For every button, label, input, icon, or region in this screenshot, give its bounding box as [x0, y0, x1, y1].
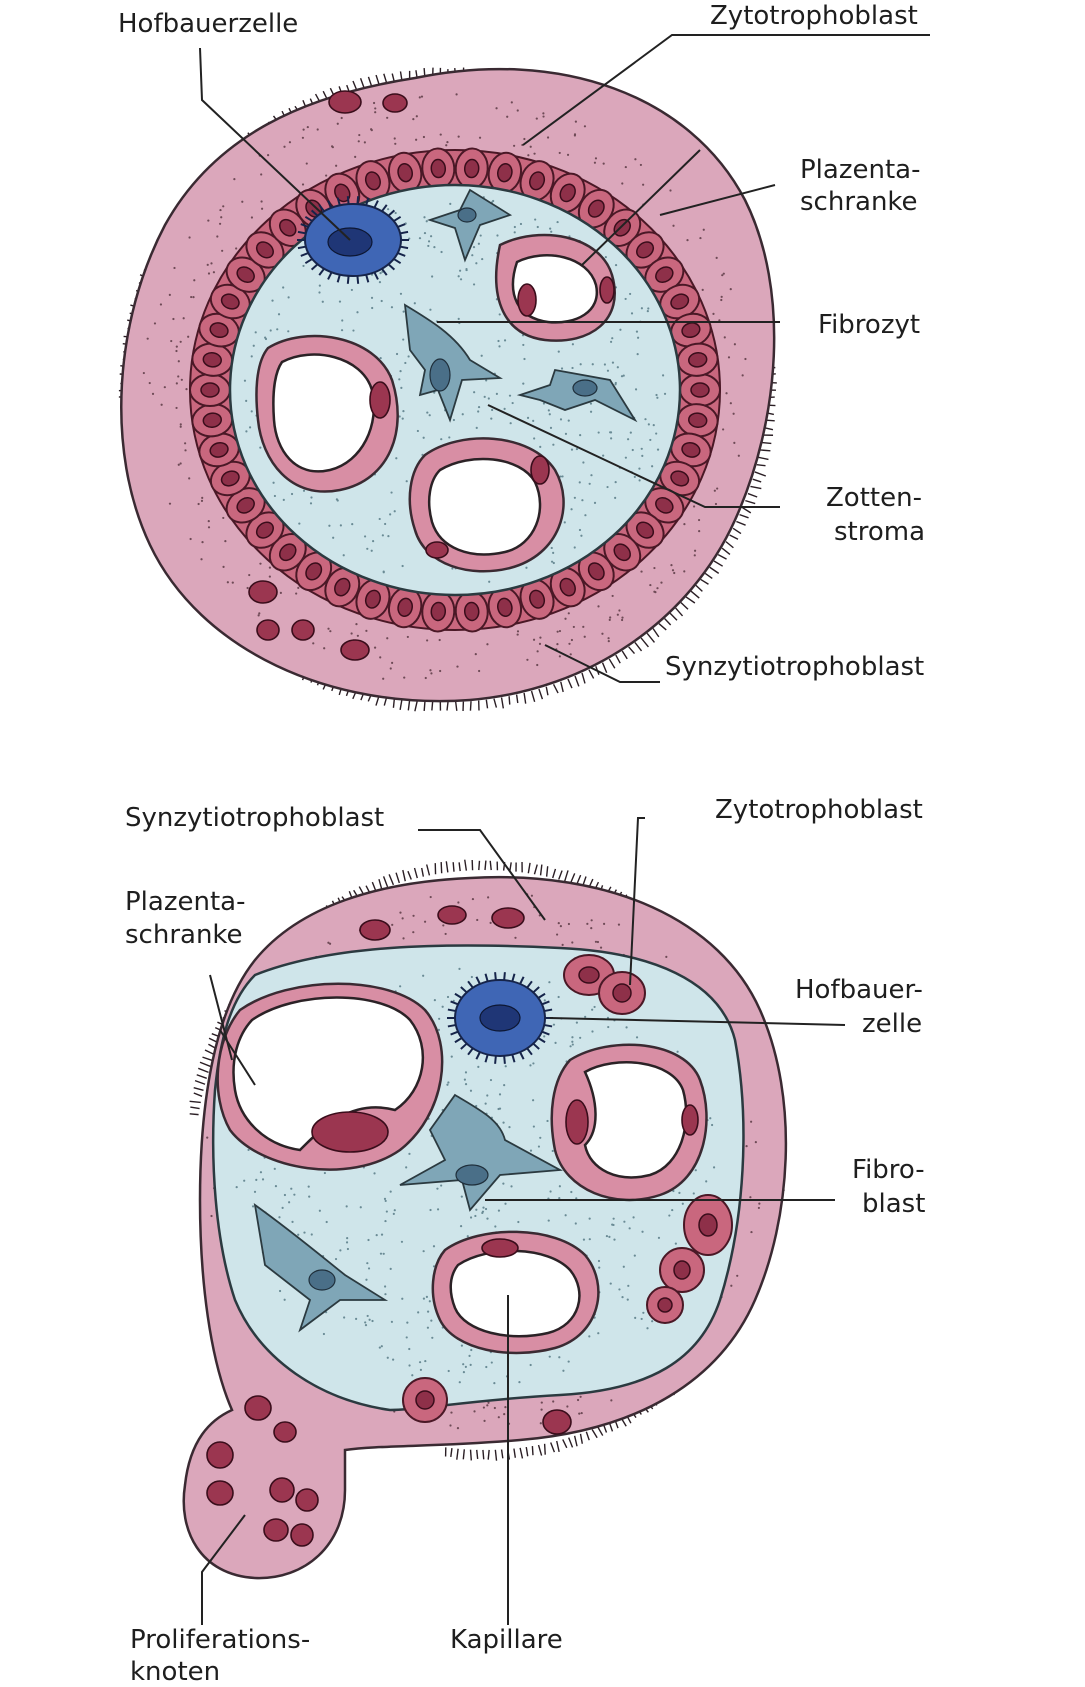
leader-b-hofbauerzelle: [549, 1017, 846, 1026]
bottom-hofbauerzelle: [447, 972, 553, 1064]
label-b-plazenta-line2: schranke: [125, 920, 243, 950]
syn-nucleus: [328, 90, 362, 114]
label-b-hofbauer-line1: Hofbauer-: [795, 975, 923, 1005]
top-leader-lines: [199, 34, 930, 683]
label-b-kapillare: Kapillare: [450, 1625, 563, 1655]
top-plazentaschranke-tick: [581, 149, 701, 266]
top-syn-stipple: [142, 93, 747, 680]
label-zytotrophoblast: Zytotrophoblast: [710, 1, 918, 31]
syn-nucleus: [248, 580, 278, 604]
syn-nucleus: [291, 619, 315, 641]
bottom-fibroblast-left: [253, 1203, 389, 1333]
label-b-fibro-line2: blast: [862, 1189, 925, 1219]
leader-synzytiotrophoblast: [544, 644, 660, 683]
bottom-zytotrophoblast-cells: [402, 954, 733, 1423]
label-hofbauerzelle: Hofbauerzelle: [118, 9, 298, 39]
bottom-capillary-right: [550, 1043, 708, 1202]
syn-nucleus: [256, 619, 280, 641]
bottom-labels: Synzytiotrophoblast Zytotrophoblast Plaz…: [125, 795, 925, 1687]
label-b-plazenta-line1: Plazenta-: [125, 887, 245, 917]
syn-nucleus: [382, 93, 408, 113]
top-syn-nuclei: [248, 90, 408, 661]
label-b-proliferation-line2: knoten: [130, 1657, 220, 1687]
bottom-syn-nuclei: [244, 905, 572, 1443]
label-b-synzytiotrophoblast: Synzytiotrophoblast: [125, 803, 384, 833]
label-b-proliferation-line1: Proliferations-: [130, 1625, 310, 1655]
syn-nucleus: [340, 639, 370, 661]
leader-b-proliferationsknoten: [201, 1514, 246, 1625]
top-fibrozyt-1: [427, 188, 513, 263]
bottom-villus: [182, 859, 788, 1580]
top-villus: [118, 67, 777, 712]
label-b-fibro-line1: Fibro-: [852, 1155, 925, 1185]
leader-zytotrophoblast: [522, 34, 930, 146]
top-capillary-center: [408, 437, 565, 573]
leader-b-zytotrophoblast: [629, 817, 645, 986]
top-hofbauerzelle: [297, 196, 409, 284]
label-b-zytotrophoblast: Zytotrophoblast: [715, 795, 923, 825]
bottom-capillary-upper-left: [216, 982, 444, 1171]
top-fibrozyt-3: [516, 368, 638, 423]
bottom-fibroblast-center: [399, 1093, 564, 1212]
bottom-capillary-lower: [431, 1230, 600, 1355]
leader-plazentaschranke: [659, 184, 776, 216]
top-capillary-upper-right: [495, 233, 616, 342]
label-plazenta-line2: schranke: [800, 187, 918, 217]
top-capillary-left: [255, 334, 399, 493]
leader-zottenstroma: [487, 404, 780, 508]
bottom-leader-lines: [201, 817, 846, 1625]
top-labels: Hofbauerzelle Zytotrophoblast Plazenta- …: [118, 1, 925, 682]
leader-hofbauerzelle: [199, 47, 351, 241]
label-fibrozyt: Fibrozyt: [818, 310, 920, 340]
top-fibrozyt-2: [403, 303, 503, 423]
proliferationsknoten-nuclei: [206, 1441, 319, 1547]
label-b-hofbauer-line2: zelle: [862, 1009, 922, 1039]
label-zottenstroma-line2: stroma: [834, 517, 925, 547]
leader-b-plazentaschranke: [209, 974, 233, 1061]
label-synzytiotrophoblast: Synzytiotrophoblast: [665, 652, 924, 682]
leader-b-synzytiotrophoblast: [418, 829, 546, 921]
label-zottenstroma-line1: Zotten-: [826, 483, 922, 513]
label-plazenta-line1: Plazenta-: [800, 155, 920, 185]
